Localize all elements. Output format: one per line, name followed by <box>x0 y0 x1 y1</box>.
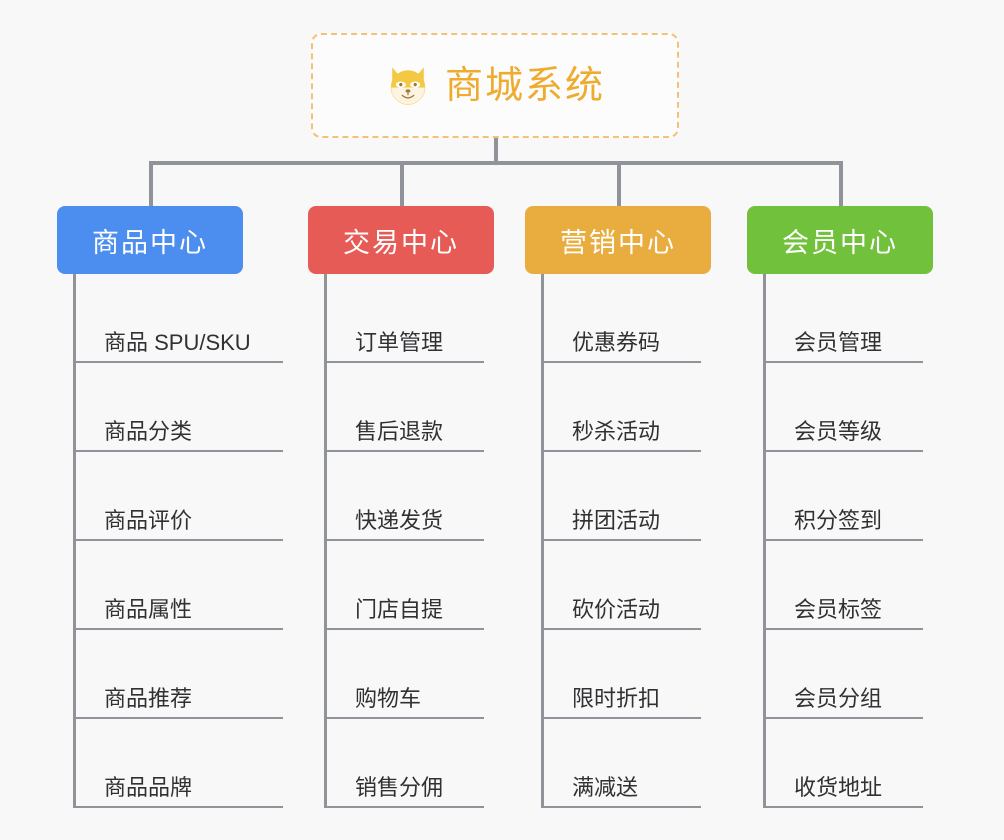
connector-root-stem <box>494 138 498 164</box>
branch-trade-center: 交易中心 订单管理 售后退款 快递发货 门店自提 购物车 <box>308 206 498 808</box>
leaf-label: 会员分组 <box>794 685 883 711</box>
leaf-label: 会员管理 <box>794 329 883 355</box>
branch-header-label: 会员中心 <box>782 227 898 258</box>
branch-header-label: 商品中心 <box>92 227 208 258</box>
leaf-item[interactable]: 积分签到 <box>766 452 937 541</box>
leaf-item[interactable]: 拼团活动 <box>544 452 715 541</box>
connector-drop-branch-1 <box>400 161 404 206</box>
connector-horizontal-bus <box>149 161 843 165</box>
leaf-item[interactable]: 商品评价 <box>76 452 287 541</box>
leaf-label: 砍价活动 <box>572 596 661 622</box>
branch-marketing-center: 营销中心 优惠券码 秒杀活动 拼团活动 砍价活动 限时折扣 <box>525 206 715 808</box>
leaf-label: 优惠券码 <box>572 329 661 355</box>
leaf-label: 会员等级 <box>794 418 883 444</box>
branch-header-trade-center[interactable]: 交易中心 <box>308 206 494 274</box>
leaf-item[interactable]: 商品推荐 <box>76 630 287 719</box>
leaf-item[interactable]: 商品 SPU/SKU <box>76 274 287 363</box>
connector-drop-branch-0 <box>149 161 153 206</box>
leaf-item[interactable]: 限时折扣 <box>544 630 715 719</box>
branch-header-label: 营销中心 <box>560 227 676 258</box>
leaf-label: 商品属性 <box>104 596 193 622</box>
leaf-label: 商品分类 <box>104 418 193 444</box>
shiba-dog-icon <box>385 63 431 109</box>
leaf-label: 购物车 <box>355 685 422 711</box>
leaf-label: 拼团活动 <box>572 507 661 533</box>
leaf-label: 商品评价 <box>104 507 193 533</box>
branch-product-center: 商品中心 商品 SPU/SKU 商品分类 商品评价 商品属性 商品推荐 <box>57 206 287 808</box>
leaf-label: 售后退款 <box>355 418 444 444</box>
leaf-label: 积分签到 <box>794 507 883 533</box>
leaf-label: 商品推荐 <box>104 685 193 711</box>
leaf-item[interactable]: 会员等级 <box>766 363 937 452</box>
leaf-list-member-center: 会员管理 会员等级 积分签到 会员标签 会员分组 收货地址 <box>763 274 937 808</box>
leaf-item[interactable]: 砍价活动 <box>544 541 715 630</box>
leaf-list-product-center: 商品 SPU/SKU 商品分类 商品评价 商品属性 商品推荐 商品品牌 <box>73 274 287 808</box>
branch-header-member-center[interactable]: 会员中心 <box>747 206 933 274</box>
leaf-item[interactable]: 快递发货 <box>327 452 498 541</box>
leaf-label: 会员标签 <box>794 596 883 622</box>
branch-header-product-center[interactable]: 商品中心 <box>57 206 243 274</box>
leaf-item[interactable]: 满减送 <box>544 719 715 808</box>
leaf-item[interactable]: 会员分组 <box>766 630 937 719</box>
leaf-label: 秒杀活动 <box>572 418 661 444</box>
branch-header-label: 交易中心 <box>343 227 459 258</box>
root-node[interactable]: 商城系统 <box>311 33 679 138</box>
leaf-label: 收货地址 <box>794 774 883 800</box>
leaf-label: 门店自提 <box>355 596 444 622</box>
leaf-item[interactable]: 优惠券码 <box>544 274 715 363</box>
leaf-label: 满减送 <box>572 774 639 800</box>
leaf-item[interactable]: 会员标签 <box>766 541 937 630</box>
connector-drop-branch-2 <box>617 161 621 206</box>
leaf-item[interactable]: 收货地址 <box>766 719 937 808</box>
leaf-list-trade-center: 订单管理 售后退款 快递发货 门店自提 购物车 销售分佣 <box>324 274 498 808</box>
leaf-item[interactable]: 秒杀活动 <box>544 363 715 452</box>
leaf-label: 限时折扣 <box>572 685 661 711</box>
leaf-item[interactable]: 销售分佣 <box>327 719 498 808</box>
leaf-item[interactable]: 商品品牌 <box>76 719 287 808</box>
leaf-item[interactable]: 订单管理 <box>327 274 498 363</box>
leaf-label: 订单管理 <box>355 329 444 355</box>
leaf-label: 商品品牌 <box>104 774 193 800</box>
leaf-item[interactable]: 售后退款 <box>327 363 498 452</box>
leaf-label: 快递发货 <box>355 507 444 533</box>
leaf-label: 销售分佣 <box>355 774 444 800</box>
branch-header-marketing-center[interactable]: 营销中心 <box>525 206 711 274</box>
leaf-item[interactable]: 商品属性 <box>76 541 287 630</box>
leaf-list-marketing-center: 优惠券码 秒杀活动 拼团活动 砍价活动 限时折扣 满减送 <box>541 274 715 808</box>
leaf-item[interactable]: 购物车 <box>327 630 498 719</box>
leaf-label: 商品 SPU/SKU <box>104 329 251 355</box>
root-title: 商城系统 <box>444 64 605 107</box>
branch-member-center: 会员中心 会员管理 会员等级 积分签到 会员标签 会员分组 <box>747 206 937 808</box>
connector-drop-branch-3 <box>839 161 843 206</box>
leaf-item[interactable]: 会员管理 <box>766 274 937 363</box>
leaf-item[interactable]: 商品分类 <box>76 363 287 452</box>
leaf-item[interactable]: 门店自提 <box>327 541 498 630</box>
